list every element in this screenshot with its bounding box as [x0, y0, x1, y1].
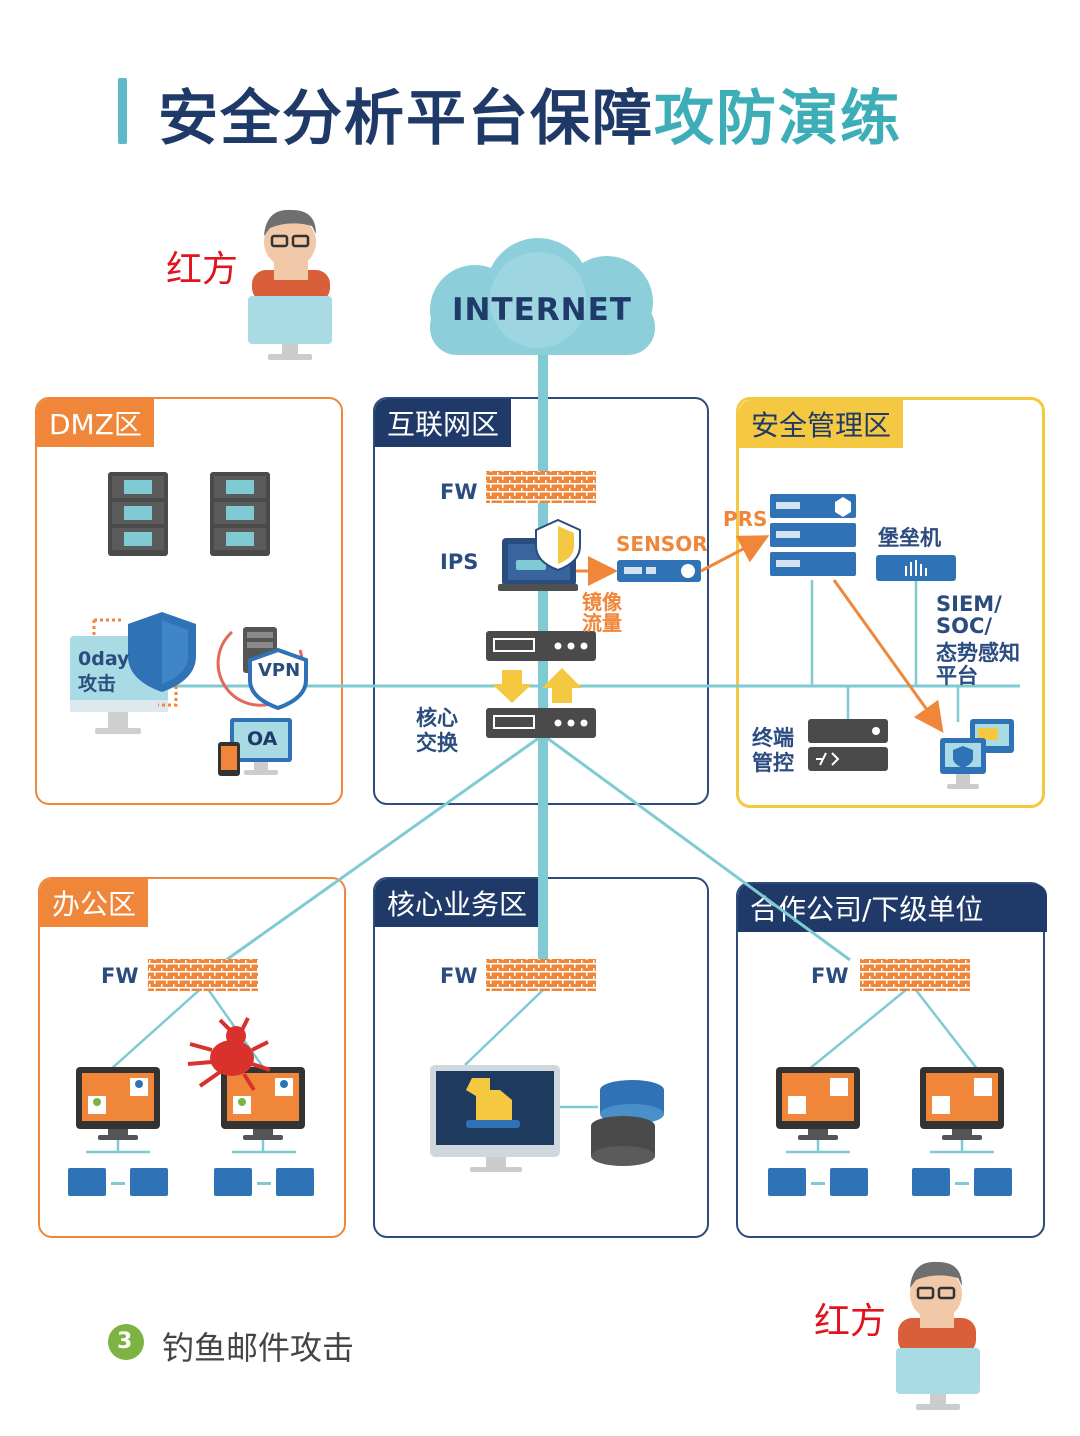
title-accent-bar: [118, 78, 127, 144]
connection-lines: [86, 340, 1020, 1154]
mirror-traffic-label-1: 镜像: [582, 590, 622, 614]
office-fw-label: FW: [101, 964, 139, 988]
partner-zone: 合作公司/下级单位: [736, 882, 1047, 1238]
oa-system-icon: [218, 718, 292, 776]
down-arrow-icon: [492, 670, 532, 703]
malware-bug-icon: [187, 1017, 271, 1092]
security-mgmt-zone-label: 安全管理区: [739, 400, 904, 448]
core-switch-icon: [486, 708, 596, 738]
dmz-zone-label: DMZ区: [37, 399, 154, 447]
security-shield-icon: [128, 612, 196, 692]
internet-fw-label: FW: [440, 480, 478, 504]
step-caption: 钓鱼邮件攻击: [162, 1329, 355, 1367]
internet-cloud-icon: [430, 238, 655, 355]
up-arrow-icon: [542, 668, 582, 703]
partner-zone-label: 合作公司/下级单位: [738, 884, 1047, 932]
step-number-badge: [108, 1324, 144, 1360]
endpoint-control-label-1: 终端: [752, 726, 794, 750]
sensor-device-icon: [617, 560, 701, 582]
partner-pc-1-icon: [776, 1067, 860, 1140]
vpn-label: VPN: [258, 660, 301, 681]
ips-device-icon: [498, 518, 581, 591]
office-pc-2-icon: [221, 1067, 305, 1140]
sensor-label: SENSOR: [616, 532, 708, 556]
siem-label-2: SOC/: [936, 614, 993, 638]
partner-fw-label: FW: [811, 964, 849, 988]
red-team-person-icon-bottom: [896, 1261, 980, 1410]
trojan-server-icon: [430, 1065, 560, 1172]
core-fw-label: FW: [440, 964, 478, 988]
siem-label-4: 平台: [936, 664, 978, 688]
office-zone-label: 办公区: [40, 879, 149, 927]
zeroday-label-2: 攻击: [78, 673, 117, 695]
internet-fw-icon: [486, 471, 596, 503]
siem-label-1: SIEM/: [936, 592, 1002, 616]
page-title: 安全分析平台保障攻防演练: [158, 70, 902, 157]
mirror-traffic-label-2: 流量: [582, 611, 622, 635]
dmz-zone: DMZ区: [35, 397, 343, 805]
office-client-icons: [68, 1168, 314, 1196]
partner-client-icons: [768, 1168, 1012, 1196]
title-main: 安全分析平台保障: [158, 84, 654, 154]
internet-zone-label: 互联网区: [375, 399, 512, 447]
dmz-server-rack-2-icon: [210, 472, 270, 556]
oa-label: OA: [247, 728, 278, 750]
office-fw-icon: [148, 959, 258, 991]
partner-pc-2-icon: [920, 1067, 1004, 1140]
core-switch-label-2: 交换: [416, 731, 458, 755]
switch-upper-icon: [486, 631, 596, 661]
bastion-label: 堡垒机: [878, 526, 941, 550]
internet-label: INTERNET: [452, 292, 632, 328]
red-team-person-icon-top: [248, 209, 332, 360]
ips-label: IPS: [440, 550, 479, 574]
office-zone: 办公区: [38, 877, 346, 1238]
office-pc-1-icon: [76, 1067, 160, 1140]
siem-platform-icon: [940, 719, 1014, 789]
prs-server-icon: [770, 494, 856, 576]
prs-label: PRS: [723, 507, 768, 531]
red-team-label-top: 红方: [166, 249, 239, 290]
vpn-gateway-icon: [216, 627, 308, 711]
title-accent: 攻防演练: [654, 84, 902, 154]
security-mgmt-zone: 安全管理区: [736, 397, 1045, 808]
partner-fw-icon: [860, 959, 970, 991]
dmz-server-rack-1-icon: [108, 472, 168, 556]
core-fw-icon: [486, 959, 596, 991]
endpoint-control-icon: [808, 719, 888, 771]
red-team-label-bottom: 红方: [814, 1301, 887, 1342]
zeroday-label-1: 0day: [78, 648, 130, 670]
endpoint-control-label-2: 管控: [752, 751, 794, 775]
bastion-host-icon: [876, 555, 956, 581]
core-switch-label-1: 核心: [416, 706, 458, 730]
core-business-zone: 核心业务区: [373, 877, 709, 1238]
database-icon: [591, 1080, 664, 1166]
core-business-zone-label: 核心业务区: [375, 879, 540, 927]
siem-label-3: 态势感知: [936, 641, 1020, 665]
step-number: 3: [117, 1329, 133, 1354]
